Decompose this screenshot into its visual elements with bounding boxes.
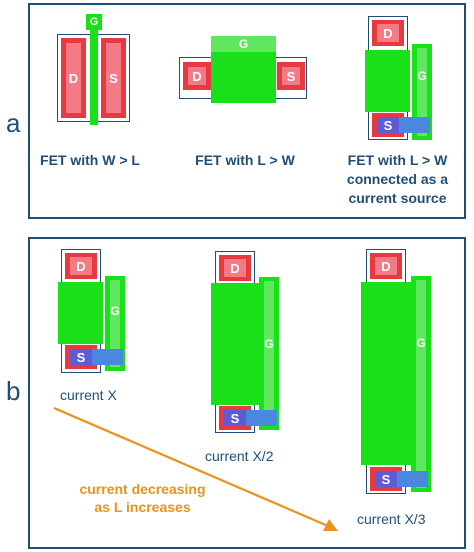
fet-a3-drain-inner <box>377 24 399 42</box>
caption-w-gt-l: FET with W > L <box>40 152 140 168</box>
fet-b1-gate-strip-inner <box>110 280 120 367</box>
fet-a2-source-inner <box>282 67 300 85</box>
fet-b1-contact <box>92 349 123 365</box>
fet-a2-source-label: S <box>286 68 296 84</box>
fet-b3-gate-strip-inner <box>416 280 426 488</box>
fet-a1-gate-line <box>90 28 98 125</box>
fet-b3-source-inner <box>375 471 397 487</box>
fet-b2-drain-label: D <box>230 260 240 276</box>
fet-a2-drain-label: D <box>192 68 202 84</box>
fet-a2-gate-pad <box>211 36 276 52</box>
fet-b3-gate-body <box>361 282 411 465</box>
fet-b3-drain-inner <box>375 257 397 275</box>
fet-b2-gate-body <box>211 283 259 405</box>
fet-a1-drain-label: D <box>68 70 79 86</box>
caption-current-source-line2: connected as a <box>346 171 449 187</box>
fet-a1-source-inner <box>106 43 121 113</box>
arrow-label-line2: as L increases <box>94 499 191 515</box>
fet-b1-drain-label: D <box>76 258 86 274</box>
current-label-x-third: current X/3 <box>357 511 426 527</box>
fet-a1-source-label: S <box>109 70 118 86</box>
fet-b3-gate-label: G <box>416 336 426 350</box>
fet-b1-drain-inner <box>70 257 92 275</box>
fet-a3-gate-strip-inner <box>417 48 427 136</box>
fet-a1-drain-inner <box>66 43 81 113</box>
fet-a2-gate-label: G <box>238 37 249 51</box>
fet-a3-source-inner <box>377 117 399 133</box>
fet-b2-source-label: S <box>230 410 240 426</box>
fet-a3-gate-label: G <box>417 69 427 83</box>
fet-b1-gate-body <box>58 282 103 344</box>
fet-b2-gate-label: G <box>264 337 274 351</box>
fet-b2-drain-inner <box>224 259 246 277</box>
fet-b3-source-label: S <box>381 471 391 487</box>
fet-a3-source-label: S <box>383 117 393 133</box>
fet-b2-gate-strip-inner <box>264 281 274 426</box>
caption-current-source-line3: current source <box>348 190 447 206</box>
fet-b1-source-label: S <box>76 349 86 365</box>
fet-b3-drain-label: D <box>381 258 391 274</box>
fet-a3-contact <box>399 117 430 133</box>
panel-a-label: a <box>6 108 21 138</box>
panel-b-label: b <box>6 376 21 406</box>
caption-current-source-line1: FET with L > W <box>347 152 448 168</box>
caption-l-gt-w: FET with L > W <box>195 152 295 168</box>
fet-a1-gate-pad <box>86 14 102 30</box>
fet-a3-drain-label: D <box>383 25 393 41</box>
fet-b3-contact <box>397 471 428 487</box>
fet-a3-gate-body <box>365 50 410 112</box>
current-label-x-half: current X/2 <box>205 448 274 464</box>
current-label-x: current X <box>60 387 117 403</box>
fet-a1-gate-label: G <box>89 16 99 28</box>
arrow-label-line1: current decreasing <box>79 481 206 497</box>
fet-b1-gate-label: G <box>110 304 120 318</box>
fet-a2-drain-inner <box>188 67 206 85</box>
fet-b1-source-inner <box>70 349 92 365</box>
